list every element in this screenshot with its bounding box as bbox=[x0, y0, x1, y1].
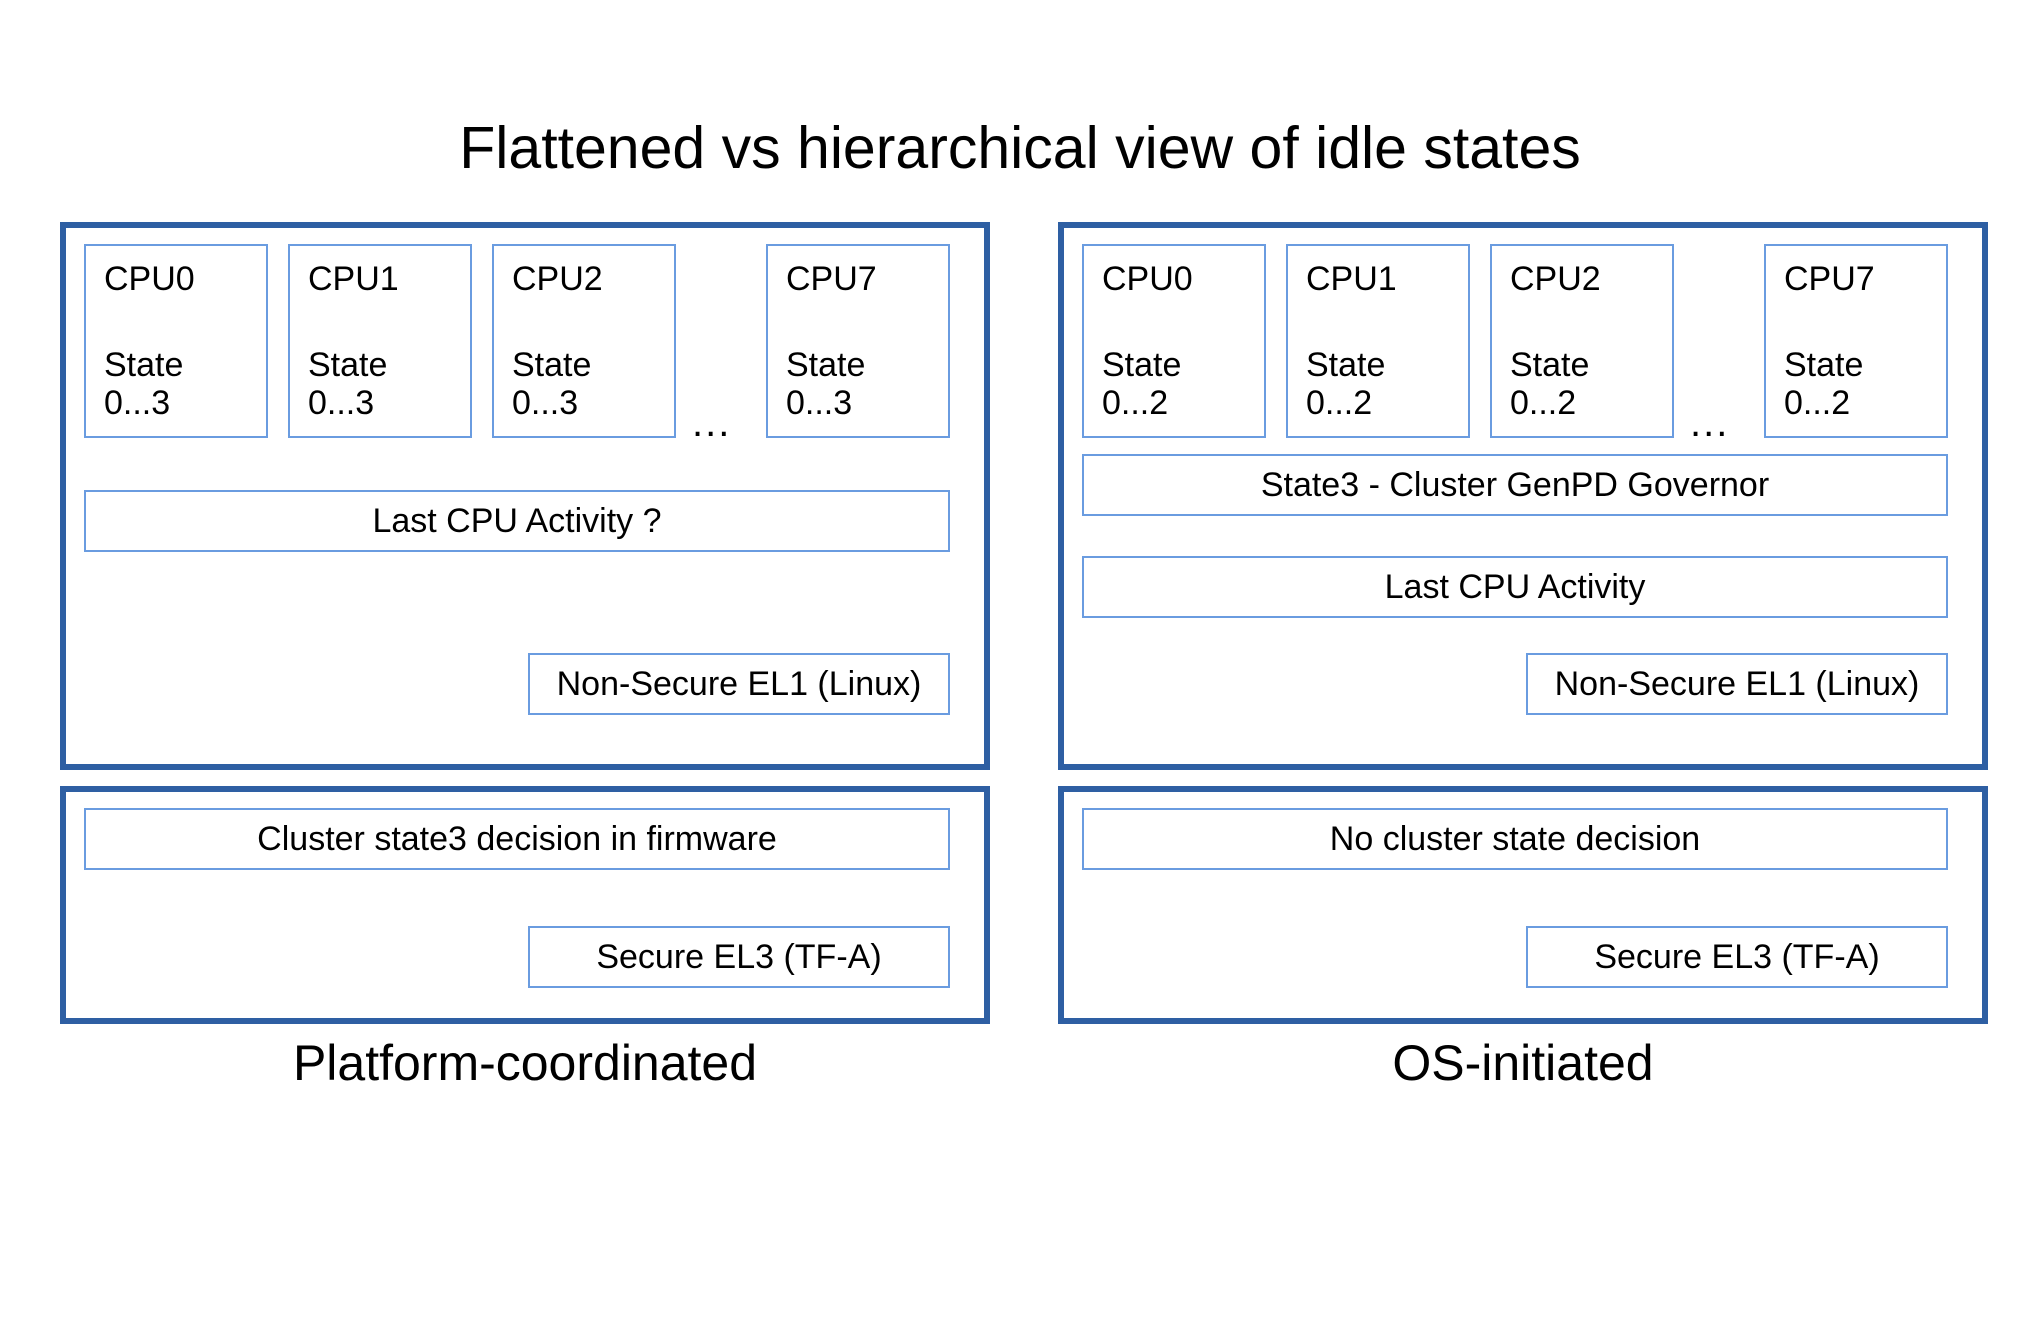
left-secure-el3-box: Secure EL3 (TF-A) bbox=[528, 926, 950, 988]
right-nonsecure-el1-box: Non-Secure EL1 (Linux) bbox=[1526, 653, 1948, 715]
left-os-panel: CPU0 State 0...3 CPU1 State 0...3 CPU2 S… bbox=[60, 222, 990, 770]
cpu-label: CPU0 bbox=[104, 260, 195, 298]
right-os-panel: CPU0 State 0...2 CPU1 State 0...2 CPU2 S… bbox=[1058, 222, 1988, 770]
right-cpu-box-2: CPU2 State 0...2 bbox=[1490, 244, 1674, 438]
cpu-state-range: State 0...3 bbox=[786, 346, 866, 423]
cpu-label: CPU7 bbox=[1784, 260, 1875, 298]
cpu-state-range: State 0...3 bbox=[104, 346, 184, 423]
right-cluster-genpd-governor-bar: State3 - Cluster GenPD Governor bbox=[1082, 454, 1948, 516]
right-cpu-box-0: CPU0 State 0...2 bbox=[1082, 244, 1266, 438]
cpu-label: CPU0 bbox=[1102, 260, 1193, 298]
right-cpu-ellipsis: ... bbox=[1690, 401, 1730, 445]
right-panel-caption: OS-initiated bbox=[1392, 1035, 1654, 1091]
left-nonsecure-el1-box: Non-Secure EL1 (Linux) bbox=[528, 653, 950, 715]
left-cpu-box-7: CPU7 State 0...3 bbox=[766, 244, 950, 438]
cpu-state-range: State 0...3 bbox=[308, 346, 388, 423]
cpu-state-range: State 0...3 bbox=[512, 346, 592, 423]
right-cpu-box-1: CPU1 State 0...2 bbox=[1286, 244, 1470, 438]
right-secure-el3-box: Secure EL3 (TF-A) bbox=[1526, 926, 1948, 988]
cpu-label: CPU7 bbox=[786, 260, 877, 298]
cpu-state-range: State 0...2 bbox=[1510, 346, 1590, 423]
cpu-state-range: State 0...2 bbox=[1784, 346, 1864, 423]
left-cluster-decision-bar: Cluster state3 decision in firmware bbox=[84, 808, 950, 870]
cpu-label: CPU1 bbox=[308, 260, 399, 298]
left-cpu-box-1: CPU1 State 0...3 bbox=[288, 244, 472, 438]
left-panel-caption: Platform-coordinated bbox=[292, 1035, 758, 1091]
left-cpu-box-0: CPU0 State 0...3 bbox=[84, 244, 268, 438]
cpu-label: CPU2 bbox=[512, 260, 603, 298]
left-firmware-panel: Cluster state3 decision in firmware Secu… bbox=[60, 786, 990, 1024]
cpu-label: CPU1 bbox=[1306, 260, 1397, 298]
right-last-cpu-activity-bar: Last CPU Activity bbox=[1082, 556, 1948, 618]
cpu-state-range: State 0...2 bbox=[1306, 346, 1386, 423]
cpu-state-range: State 0...2 bbox=[1102, 346, 1182, 423]
page-title: Flattened vs hierarchical view of idle s… bbox=[459, 115, 1581, 181]
left-last-cpu-activity-bar: Last CPU Activity ? bbox=[84, 490, 950, 552]
cpu-label: CPU2 bbox=[1510, 260, 1601, 298]
right-no-cluster-decision-bar: No cluster state decision bbox=[1082, 808, 1948, 870]
left-cpu-ellipsis: ... bbox=[692, 401, 732, 445]
right-firmware-panel: No cluster state decision Secure EL3 (TF… bbox=[1058, 786, 1988, 1024]
left-cpu-box-2: CPU2 State 0...3 bbox=[492, 244, 676, 438]
right-cpu-box-7: CPU7 State 0...2 bbox=[1764, 244, 1948, 438]
